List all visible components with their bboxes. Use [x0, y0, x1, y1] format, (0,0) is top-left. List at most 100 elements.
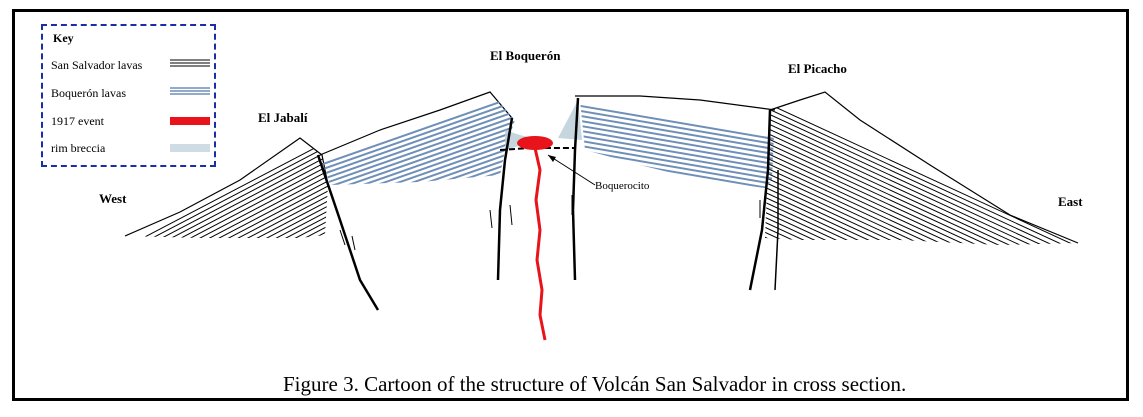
east-lava-layer-line	[765, 204, 1078, 245]
east-lava-layer-line	[765, 144, 1078, 245]
west-lava-layer-line	[125, 229, 328, 238]
boqueron-lava-layer-line	[320, 179, 515, 185]
west-lava-layer-line	[125, 214, 328, 238]
boqueron-lava-layer-line	[320, 159, 515, 185]
west-lava-layer-line	[125, 184, 328, 238]
west-lava-layer-line	[125, 179, 328, 238]
east-lava-layer-line	[765, 149, 1078, 245]
east-lava-layer-line	[765, 224, 1078, 245]
label-el-jabali: El Jabalí	[258, 110, 308, 125]
boqueron-lava-layer-line	[320, 124, 515, 185]
west-lava-layer-line	[125, 189, 328, 238]
east-lava-layer-line	[765, 134, 1078, 245]
boqueron-lava-layer-line	[580, 124, 775, 161]
key-item-label: San Salvador lavas	[51, 58, 143, 72]
east-lava-layer-line	[765, 184, 1078, 245]
east-lava-layer-line	[765, 189, 1078, 245]
east-lava-layer-line	[765, 199, 1078, 245]
east-lava-layer-line	[765, 209, 1078, 245]
label-east: East	[1058, 194, 1083, 209]
east-lava-layer-line	[765, 194, 1078, 245]
event-1917-conduit	[517, 136, 553, 341]
east-lava-layer-line	[765, 174, 1078, 245]
key-item-label: 1917 event	[51, 114, 104, 128]
boqueron-lava-layer-line	[580, 144, 775, 181]
east-lava-layer-line	[765, 159, 1078, 245]
boqueron-lava-layer-line	[575, 190, 780, 225]
boqueron-lava-layer-line	[580, 139, 775, 176]
west-lava-layer-line	[125, 219, 328, 238]
west-lava-layer-line	[125, 199, 328, 238]
west-lava-layer-line	[125, 164, 328, 238]
key-item-label: Boquerón lavas	[51, 86, 126, 100]
boqueron-lava-layer-line	[580, 134, 775, 171]
rim-breccia-swatch	[170, 144, 210, 152]
figure-caption: Figure 3. Cartoon of the structure of Vo…	[283, 372, 907, 396]
boqueron-lava-layer-line	[320, 139, 515, 185]
west-lava-layer-line	[120, 265, 330, 375]
label-boquerocito: Boquerocito	[595, 180, 650, 192]
east-lava-layer-line	[765, 124, 1078, 245]
boqueron-lava-layer-line	[320, 109, 515, 181]
boquerocito-arrowhead	[548, 155, 556, 162]
boqueron-lavas-west	[319, 91, 515, 185]
boqueron-lava-layer-line	[580, 119, 775, 156]
west-lava-layer-line	[125, 174, 328, 238]
boqueron-lava-layer-line	[320, 99, 515, 171]
boqueron-lavas-swatch	[170, 87, 210, 95]
figure-frame	[12, 9, 1129, 401]
boqueron-lava-layer-line	[580, 129, 775, 166]
boqueron-lavas-east	[575, 95, 780, 225]
san-salvador-lavas-swatch	[170, 59, 210, 67]
west-lava-layer-line	[125, 224, 328, 238]
boqueron-lava-layer-line	[320, 104, 515, 176]
east-flank-lavas	[765, 91, 1079, 245]
boqueron-lava-layer-line	[580, 109, 775, 146]
east-lava-layer-line	[765, 114, 1078, 245]
boqueron-lava-layer-line	[580, 114, 775, 151]
boqueron-lava-layer-line	[320, 134, 515, 185]
boqueron-lava-layer-line	[320, 94, 515, 166]
west-lava-layer-line	[125, 204, 328, 238]
boquerocito-pointer	[547, 154, 596, 186]
east-lava-layer-line	[765, 234, 1078, 245]
west-lava-layer-line	[125, 154, 328, 238]
east-lava-layer-line	[765, 214, 1078, 245]
east-lava-layer-line	[765, 119, 1078, 245]
key-title: Key	[53, 31, 74, 45]
west-lava-layer-line	[125, 144, 328, 238]
boqueron-lava-layer-line	[580, 149, 775, 186]
east-lava-layer-line	[765, 154, 1078, 245]
key-item-label: rim breccia	[51, 141, 106, 155]
west-lava-layer-line	[125, 140, 328, 238]
key-legend: Key San Salvador lavas Boquerón lavas 19…	[41, 24, 216, 167]
west-lava-layer-line	[125, 149, 328, 238]
east-lava-layer-line	[765, 109, 1078, 245]
east-lava-layer-line	[765, 164, 1078, 245]
boqueron-lava-layer-line	[580, 104, 775, 141]
east-lava-layer-line	[765, 104, 1078, 245]
west-flank-lavas	[120, 137, 330, 375]
boqueron-lava-layer-line	[320, 129, 515, 185]
east-lava-layer-line	[765, 139, 1078, 245]
west-lava-layer-line	[120, 240, 330, 350]
west-lava-layer-line	[120, 245, 330, 355]
west-lava-layer-line	[125, 209, 328, 238]
east-lava-layer-line	[765, 99, 1078, 245]
west-lava-layer-line	[120, 250, 330, 360]
west-lava-layer-line	[120, 255, 330, 365]
west-lava-layer-line	[125, 234, 328, 238]
label-west: West	[99, 191, 127, 206]
boqueron-lava-layer-line	[320, 119, 515, 185]
boqueron-lava-layer-line	[320, 144, 515, 185]
faults	[316, 97, 779, 311]
east-lava-layer-line	[765, 179, 1078, 245]
boqueron-lava-layer-line	[320, 154, 515, 185]
west-lava-layer-line	[120, 260, 330, 370]
west-lava-layer-line	[125, 159, 328, 238]
boqueron-lava-layer-line	[320, 114, 515, 185]
east-lava-layer-line	[765, 229, 1078, 245]
east-lava-layer-line	[765, 129, 1078, 245]
label-el-picacho: El Picacho	[788, 61, 847, 76]
